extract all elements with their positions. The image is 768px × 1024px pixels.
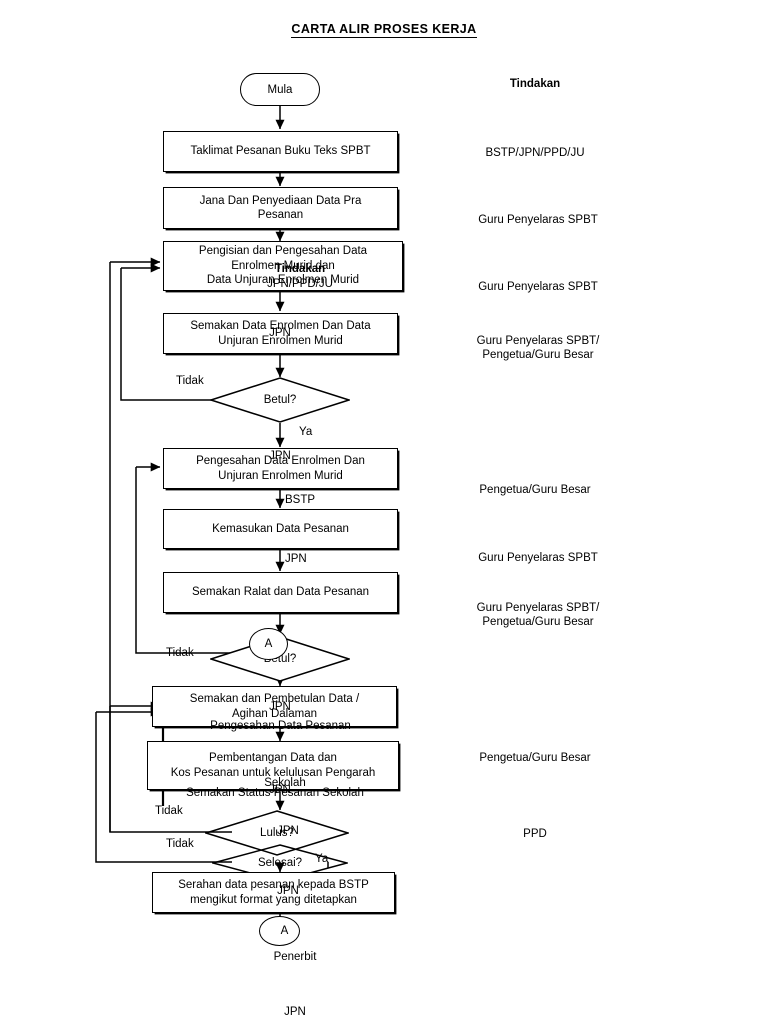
actor-label-7: Guru Penyelaras SPBT/ Pengetua/Guru Besa… [476,602,600,628]
edge-label-tidak-2: Tidak [166,647,194,659]
node-start-mula[interactable]: Mula [240,73,320,106]
edge-label-tidak-3: Tidak [155,805,183,817]
diamond-shape [203,810,351,856]
edge-label-ya-2: Ya [315,853,329,865]
loop-betul2-to-n5 [135,462,232,654]
node-jana-penyediaan-data[interactable]: Jana Dan Penyediaan Data Pra Pesanan [163,187,398,229]
actor-label-3: Guru Penyelaras SPBT [478,281,598,293]
node-pengesahan-data-enrolmen[interactable]: Pengesahan Data Enrolmen Dan Unjuran Enr… [163,448,398,489]
page-title-text: CARTA ALIR PROSES KERJA [291,22,477,38]
edge-label-bstp: BSTP [285,494,316,506]
edge-label-jpn-mid: JPN [285,553,307,565]
node-taklimat-pesanan[interactable]: Taklimat Pesanan Buku Teks SPBT [163,131,398,172]
node-label: Semakan dan Pembetulan Data / Agihan Dal… [189,693,360,720]
node-semakan-ralat-data-pesanan[interactable]: Semakan Ralat dan Data Pesanan [163,572,398,613]
actor-label-9: PPD [523,828,547,840]
edge-label-ya-1: Ya [299,426,313,438]
connector-a-top[interactable]: A [249,628,288,660]
edge-label-tidak-4: Tidak [166,838,194,850]
actor-label-5: Pengetua/Guru Besar [479,484,591,496]
column-header-tindakan: Tindakan [509,78,561,90]
diamond-shape [208,377,352,423]
node-start-label: Mula [267,83,293,96]
actor-label-8: Pengetua/Guru Besar [479,752,591,764]
node-label: Serahan data pesanan kepada BSTP mengiku… [178,879,369,906]
actor-label-6: Guru Penyelaras SPBT [478,552,598,564]
node-label: Kemasukan Data Pesanan [212,522,349,535]
caption-penerbit: Penerbit [273,951,317,963]
node-label: Jana Dan Penyediaan Data Pra Pesanan [199,194,362,222]
node-label: Pengisian dan Pengesahan Data Enrolmen M… [198,245,368,287]
node-decision-betul-1[interactable]: Betul? [208,377,352,423]
edge-label-tidak-1: Tidak [176,375,204,387]
caption-jpn: JPN [284,1006,306,1018]
actor-label-2: Guru Penyelaras SPBT [478,214,598,226]
node-semakan-data-enrolmen[interactable]: Semakan Data Enrolmen Dan Data Unjuran E… [163,313,398,354]
node-decision-selesai[interactable]: Selesai? [210,844,350,882]
node-kemasukan-data-pesanan[interactable]: Kemasukan Data Pesanan [163,509,398,549]
connector-label: A [280,925,289,937]
loop-betul1-to-n3 [120,263,232,401]
connector-a-bottom[interactable]: A [259,916,300,946]
connector-label: A [264,638,273,650]
node-decision-betul-2[interactable]: Betul? [208,636,352,682]
loop-selesai-to-n8 [95,707,232,863]
node-label: Taklimat Pesanan Buku Teks SPBT [190,145,371,158]
node-serahan-data-pesanan[interactable]: Serahan data pesanan kepada BSTP mengiku… [152,872,395,913]
node-semakan-pembetulan-data[interactable]: Semakan dan Pembetulan Data / Agihan Dal… [152,686,397,727]
diamond-shape [208,636,352,682]
node-decision-lulus[interactable]: Lulus? [203,810,351,856]
node-pembentangan-data-kos[interactable]: Pembentangan Data dan Kos Pesanan untuk … [147,741,399,790]
node-label: Pengesahan Data Enrolmen Dan Unjuran Enr… [196,455,365,482]
node-label: Pembentangan Data dan Kos Pesanan untuk … [170,752,376,779]
actor-label-4: Guru Penyelaras SPBT/ Pengetua/Guru Besa… [476,335,600,361]
node-label: Semakan Ralat dan Data Pesanan [191,586,370,599]
loop-outer-to-n3 [109,257,161,832]
decision-label: Lulus? [260,827,294,839]
actor-label-1: BSTP/JPN/PPD/JU [485,147,585,159]
node-label: Semakan Data Enrolmen Dan Data Unjuran E… [190,320,371,347]
node-pengisian-pengesahan-data[interactable]: Pengisian dan Pengesahan Data Enrolmen M… [163,241,403,291]
decision-label: Betul? [263,394,297,406]
page-title: CARTA ALIR PROSES KERJA [0,22,768,38]
